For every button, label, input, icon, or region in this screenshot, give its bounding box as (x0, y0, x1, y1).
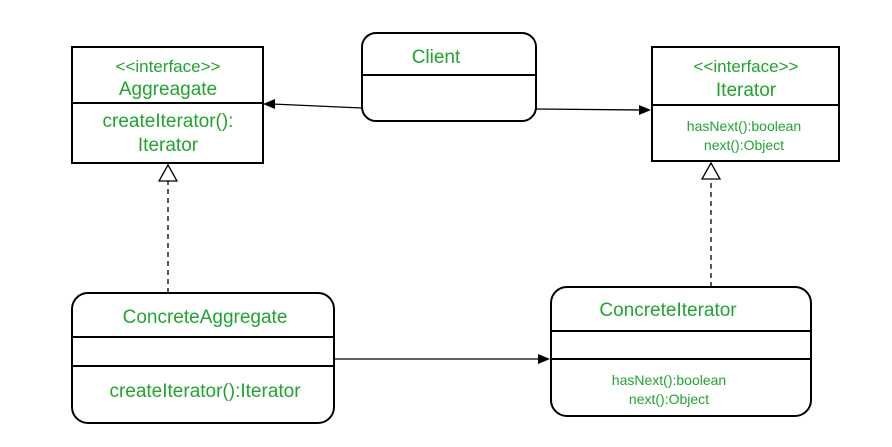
client-aggregate-line (271, 103, 363, 109)
concrete-aggregate-method-1: createIterator():Iterator (109, 381, 301, 402)
hollow-triangle-icon (700, 161, 722, 180)
iterator-name: Iterator (716, 80, 777, 101)
arrowhead-icon (263, 99, 275, 109)
class-concrete-iterator[interactable]: ConcreteIterator hasNext():boolean next(… (550, 286, 812, 417)
iterator-method-2: next():Object (704, 137, 784, 153)
concrete-aggregate-box (71, 292, 335, 424)
class-aggregate[interactable]: <<interface>> Aggreagate createIterator(… (71, 46, 264, 164)
client-name: Client (412, 47, 461, 68)
iterator-stereotype: <<interface>> (694, 57, 799, 76)
class-iterator[interactable]: <<interface>> Iterator hasNext():boolean… (651, 46, 840, 162)
class-concrete-aggregate[interactable]: ConcreteAggregate createIterator():Itera… (71, 292, 335, 424)
concrete-iterator-box (550, 286, 812, 417)
aggregate-name: Aggreagate (119, 79, 217, 100)
client-to-iterator-association (535, 105, 651, 115)
arrowhead-icon (538, 354, 550, 364)
concrete-iterator-method-2: next():Object (629, 391, 709, 407)
aggregate-method-1: createIterator(): (103, 111, 234, 132)
concrete-aggregate-name: ConcreteAggregate (123, 307, 288, 328)
aggregate-stereotype: <<interface>> (116, 57, 221, 76)
concrete-iterator-method-1: hasNext():boolean (612, 372, 726, 388)
iterator-method-1: hasNext():boolean (687, 118, 801, 134)
concrete-iterator-name: ConcreteIterator (599, 300, 737, 321)
concrete-aggregate-realizes-aggregate (157, 163, 179, 293)
concrete-iterator-realizes-iterator (700, 161, 722, 287)
hollow-triangle-icon (157, 163, 179, 182)
concrete-aggregate-to-concrete-iterator-association (334, 354, 550, 364)
aggregate-method-2: Iterator (138, 135, 199, 156)
class-client[interactable]: Client (361, 32, 537, 122)
client-box (361, 32, 537, 122)
client-iterator-line (535, 108, 643, 111)
client-to-aggregate-association (263, 99, 363, 109)
aggregate-box (71, 46, 264, 164)
arrowhead-icon (639, 105, 651, 115)
